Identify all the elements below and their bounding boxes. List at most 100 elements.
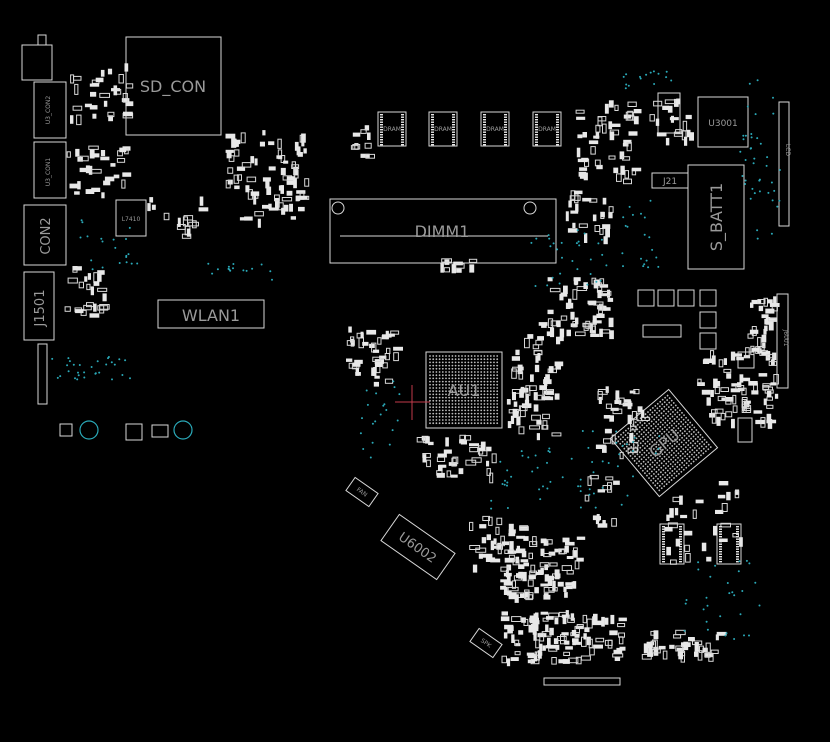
usb-connector-1-outline[interactable] (33, 141, 67, 199)
smd-pad (770, 382, 777, 386)
bga-ball (483, 419, 486, 421)
via (216, 268, 219, 271)
chip-pin (452, 134, 455, 136)
fan-outline[interactable] (345, 476, 379, 508)
wlan-connector[interactable]: WLAN1 (157, 299, 265, 329)
dram-chip-3[interactable] (480, 111, 510, 147)
battery-connector[interactable]: S_BATT1 (687, 164, 745, 270)
bga-ball (432, 399, 435, 402)
chip-pin (401, 116, 404, 118)
vertical-header-outline[interactable] (37, 343, 48, 405)
smd-pad (528, 575, 536, 580)
resistor-array[interactable] (642, 324, 682, 338)
bga-ball (461, 399, 463, 402)
s-batt1-outline[interactable] (687, 164, 745, 270)
bga-ball (496, 396, 499, 399)
smd-pad (603, 438, 612, 444)
u3001-chip[interactable]: U3001 (697, 96, 749, 148)
bga-ball (646, 440, 649, 443)
chip-pin (452, 136, 455, 138)
bga-ball (676, 461, 679, 464)
smd-pad (85, 189, 95, 194)
capacitor[interactable] (699, 311, 717, 329)
con2-outline[interactable] (23, 204, 67, 266)
dram-chip-1[interactable] (377, 111, 407, 147)
bga-ball (451, 415, 454, 418)
bga-ball (685, 466, 688, 469)
bga-ball (486, 415, 489, 418)
via (759, 142, 762, 145)
smd-pad (599, 228, 604, 235)
smd-pad (616, 173, 622, 182)
capacitor[interactable] (699, 332, 717, 350)
bga-ball (480, 415, 483, 418)
small-part[interactable] (59, 423, 73, 437)
l7410-inductor[interactable]: L7410 (115, 199, 147, 237)
u3001-side-part[interactable] (657, 92, 681, 134)
bga-ball (464, 412, 467, 415)
bga-ball (626, 441, 629, 443)
bga-ball (665, 412, 667, 415)
via (697, 568, 700, 571)
lcd-connector-outline[interactable] (778, 101, 790, 227)
au1-chip[interactable]: AU1 (425, 351, 503, 429)
j1501-outline[interactable] (23, 271, 55, 341)
bga-ball (668, 401, 671, 404)
u3001-outline[interactable] (697, 96, 749, 148)
bga-ball (493, 377, 495, 380)
smd-pad (607, 482, 613, 493)
au1-outline[interactable] (425, 351, 503, 429)
bga-ball (438, 387, 441, 389)
smd-pad (100, 150, 106, 157)
bga-ball (496, 383, 499, 386)
small-part[interactable] (151, 424, 169, 438)
chip-pin (380, 121, 383, 123)
smd-pad (428, 441, 434, 446)
gpu-outline[interactable] (609, 388, 719, 498)
dimm1-outline[interactable] (329, 198, 557, 264)
wlan1-outline[interactable] (157, 299, 265, 329)
dimm-slot[interactable]: DIMM1 (329, 198, 557, 264)
via (229, 269, 232, 272)
chip-pin (401, 144, 404, 146)
bga-ball (673, 468, 676, 470)
usb-connector-2-outline[interactable] (33, 81, 67, 139)
smd-pad (286, 190, 293, 196)
small-part[interactable] (737, 417, 753, 443)
bga-ball (438, 409, 441, 412)
smd-pad (503, 632, 508, 639)
bga-ball (617, 440, 620, 443)
bga-ball (441, 422, 444, 425)
u6002-outline[interactable] (380, 513, 456, 581)
smd-pad (539, 643, 543, 652)
smd-pad (515, 349, 520, 356)
capacitor[interactable] (637, 289, 655, 307)
smd-pad (469, 443, 479, 447)
small-part[interactable] (125, 423, 143, 441)
via (527, 456, 530, 459)
j6001-connector-outline[interactable] (776, 293, 789, 389)
via (67, 370, 70, 373)
bga-ball (673, 443, 676, 445)
bga-ball (429, 415, 431, 418)
bga-ball (432, 419, 435, 421)
capacitor[interactable] (699, 289, 717, 307)
bga-ball (473, 415, 476, 418)
capacitor[interactable] (657, 289, 675, 307)
bottom-header-outline[interactable] (543, 677, 621, 686)
bga-ball (448, 377, 451, 380)
bga-ball (681, 427, 684, 430)
bga-ball (435, 371, 438, 373)
dram-chip-2[interactable] (428, 111, 458, 147)
spk-outline[interactable] (469, 627, 503, 659)
l7410-outline[interactable] (115, 199, 147, 237)
bga-ball (696, 445, 699, 447)
dram-chip-4[interactable] (532, 111, 562, 147)
smd-pad (490, 558, 501, 563)
j1501-label: J1501 (33, 290, 48, 328)
capacitor[interactable] (677, 289, 695, 307)
chip-pin (736, 538, 739, 540)
bga-ball (480, 367, 483, 370)
bga-ball (493, 364, 495, 367)
dc-jack-outline[interactable] (21, 44, 53, 81)
